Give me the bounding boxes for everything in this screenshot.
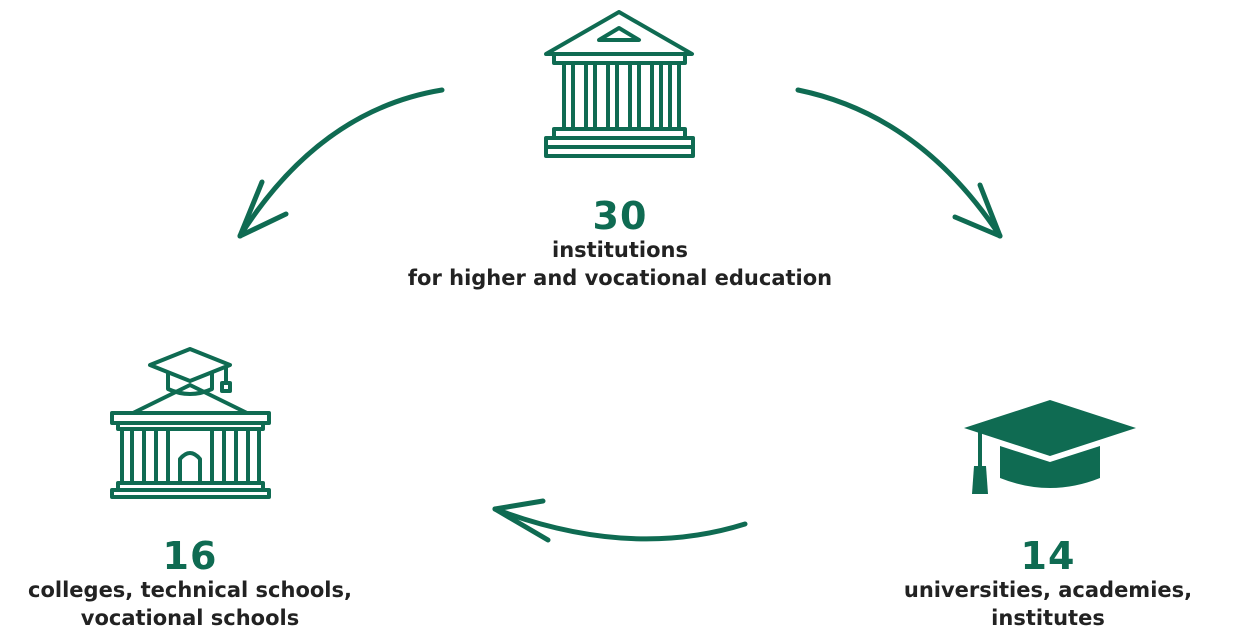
stat-total-line2: for higher and vocational education [407,266,833,290]
stat-universities-line1: universities, academies, [903,578,1193,602]
stat-colleges-description: colleges, technical schools, vocational … [28,576,352,632]
stat-total: 30 institutions for higher and vocationa… [408,196,832,292]
stat-universities-number: 14 [1020,534,1076,578]
stat-total-number: 30 [592,194,648,238]
arrow-top-to-right [795,87,1003,239]
stat-total-description: institutions for higher and vocational e… [408,236,832,292]
graduation-cap-icon [964,400,1136,494]
stat-universities: 14 universities, academies, institutes [904,536,1192,632]
arrow-top-to-left [237,87,445,239]
bank-building-icon [544,10,695,158]
arrow-right-to-left [492,498,748,543]
stat-universities-line2: institutes [991,606,1105,630]
stat-colleges: 16 colleges, technical schools, vocation… [28,536,352,632]
stat-universities-description: universities, academies, institutes [904,576,1192,632]
stat-colleges-number: 16 [162,534,218,578]
stat-total-line1: institutions [551,238,688,262]
school-building-with-cap-icon [110,347,271,499]
stat-colleges-line1: colleges, technical schools, [28,578,352,602]
stat-colleges-line2: vocational schools [80,606,300,630]
